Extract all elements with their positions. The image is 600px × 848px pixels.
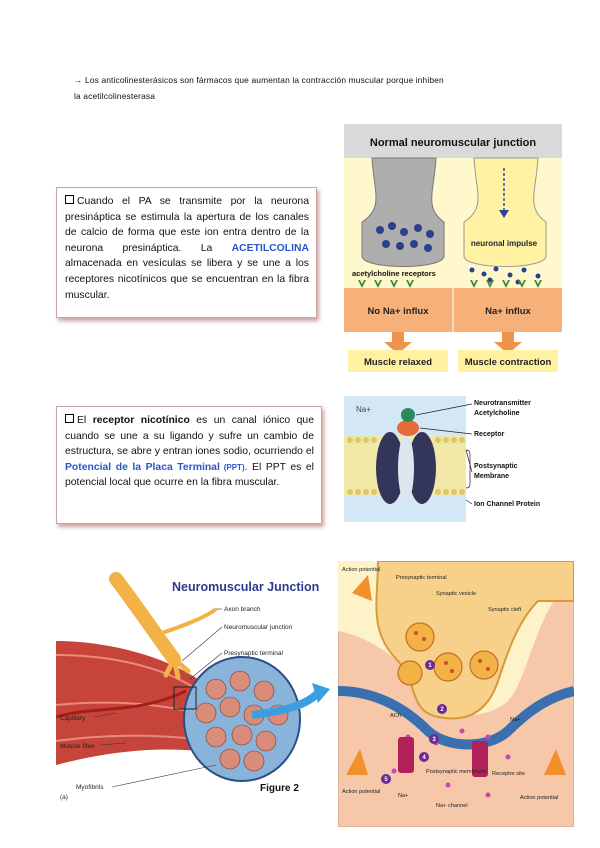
label-receptor: Receptor [474,431,505,438]
nmj-receptors-label: acetylcholine receptors [352,269,436,278]
figure-muscle-junction: Neuromuscular Junction Axon branch Neuro… [56,565,332,805]
label-ap-right: Action potential [520,795,558,801]
label-receptor-site: Receptor site [492,771,525,777]
box2-text-a: El [77,415,93,426]
label-na-right: Na+ [510,717,520,723]
label-na-bottom: Na+ [398,793,408,799]
label-ap-left: Action potential [342,789,380,795]
label-membrane: Membrane [474,473,509,480]
label-ap-top: Action potential [342,567,380,573]
na-label: Na+ [356,405,371,414]
intro-line-1: → Los anticolinesterásicos son fármacos … [74,72,534,88]
box2-highlight: Potencial de la Placa Terminal [65,462,220,473]
checkbox-square-icon [65,414,74,423]
intro-line-2: la acetilcolinesterasa [74,88,534,104]
nmj-relaxed: Muscle relaxed [364,357,432,368]
label-cleft: Synaptic cleft [488,607,522,613]
figure-ion-channel: Na+ Neurotransmitter Acetylcholine Recep… [344,396,580,522]
nmj-title: Normal neuromuscular junction [370,137,537,149]
figure-normal-nmj: Normal neuromuscular junction neuronal i… [344,122,562,374]
receptor-shape [397,420,419,436]
label-axon-branch: Axon branch [224,606,261,613]
intro-text-1: Los anticolinesterásicos son fármacos qu… [85,75,444,85]
label-presynaptic-terminal: Presynaptic terminal [224,650,283,657]
intro-paragraph: → Los anticolinesterásicos son fármacos … [74,72,534,104]
checkbox-square-icon [65,195,74,204]
info-box-calcium: Cuando el PA se transmite por la neurona… [56,187,317,318]
figure-caption: Figure 2 [260,783,299,794]
label-panel: (a) [60,794,68,801]
label-presynaptic: Presynaptic terminal [396,575,447,581]
figure-synapse-detail: 1 2 3 4 5 Action potential Presynaptic t… [338,561,574,827]
nmj-influx: Na+ influx [485,306,531,317]
label-neurotransmitter: Neurotransmitter [474,400,531,407]
label-postsynaptic: Postsynaptic [474,463,518,470]
junction-title: Neuromuscular Junction [172,580,319,594]
nmj-no-influx: No Na+ influx [368,306,430,317]
box2-bold: receptor nicotínico [93,415,190,426]
nmj-impulse-label: neuronal impulse [471,239,538,248]
channel-left-shape [398,737,414,773]
label-myofibrils: Myofibrils [76,784,104,791]
relaxed-terminal [362,158,444,267]
arrow-icon: → [74,75,83,85]
label-na-channel: Na+ channel [436,803,468,809]
box1-highlight: ACETILCOLINA [232,243,309,254]
label-ach: ACh [390,713,401,719]
label-muscle-fiber: Muscle fiber [60,743,96,750]
label-nmj: Neuromuscular junction [224,624,293,631]
box1-text-b: almacenada en vesículas se libera y se u… [65,258,309,300]
info-box-receptor: El receptor nicotínico es un canal iónic… [56,406,322,524]
label-postsynaptic: Postsynaptic membrane [426,769,486,775]
label-acetylcholine: Acetylcholine [474,410,520,417]
acetylcholine-ball [401,408,415,422]
label-vesicle: Synaptic vesicle [436,591,476,597]
label-channel-protein: Ion Channel Protein [474,501,540,508]
label-capillary: Capillary [60,715,86,722]
box2-small: (PPT) [220,463,245,472]
nmj-contraction: Muscle contraction [465,357,552,368]
